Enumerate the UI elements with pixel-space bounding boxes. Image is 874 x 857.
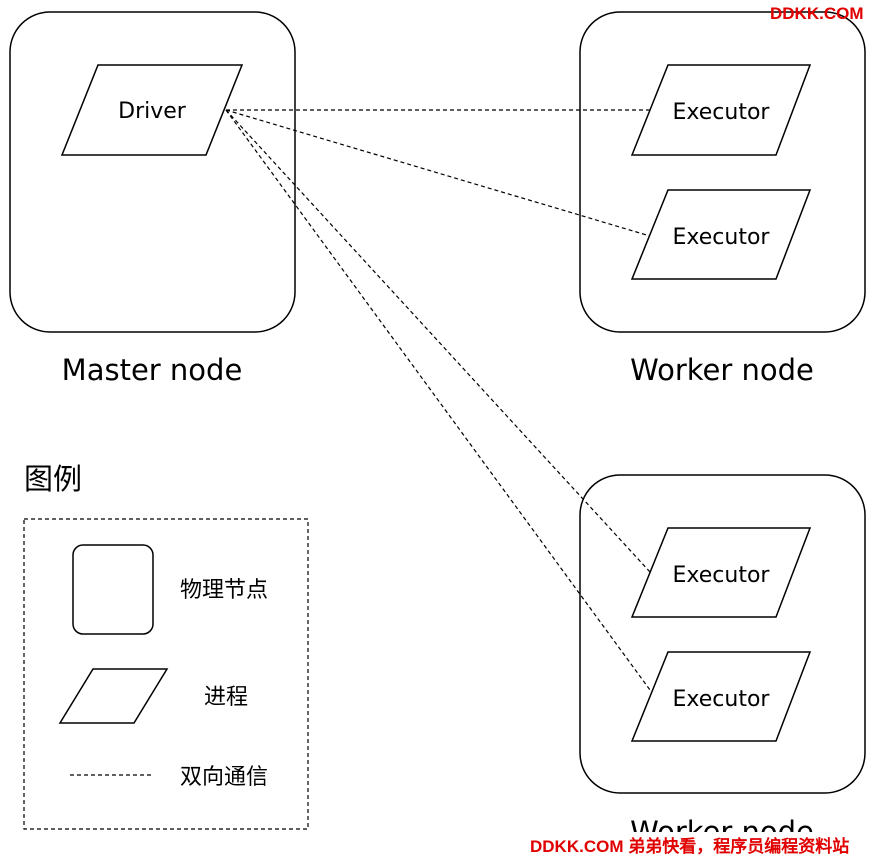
legend-box [23,518,309,830]
driver-label: Driver [118,99,187,124]
executor-process-3 [630,527,812,618]
comm-line-executor-2 [225,109,651,237]
executor-label-2: Executor [673,225,771,250]
legend-physical-node-icon [72,544,154,635]
worker-node-box-2 [579,474,866,794]
master-node-box [9,11,296,333]
legend-bidirectional-label: 双向通信 [180,765,268,790]
executor-process-1 [630,64,812,156]
legend-process-icon [58,668,169,724]
executor-process-4 [630,651,812,742]
master-node-label: Master node [62,353,243,387]
worker-node-box-1 [579,11,866,333]
legend-physical-node-label: 物理节点 [180,578,268,603]
watermark-bottom: DDKK.COM 弟弟快看，程序员编程资料站 [530,832,850,857]
comm-line-executor-4 [225,109,651,691]
driver-process [60,64,244,156]
executor-label-3: Executor [673,563,771,588]
executor-label-1: Executor [673,100,771,125]
legend-process-label: 进程 [204,685,248,710]
legend-title: 图例 [24,462,82,496]
executor-label-4: Executor [673,687,771,712]
worker-node-label-1: Worker node [630,353,814,387]
watermark-top: DDKK.COM [770,4,864,23]
executor-process-2 [630,189,812,280]
